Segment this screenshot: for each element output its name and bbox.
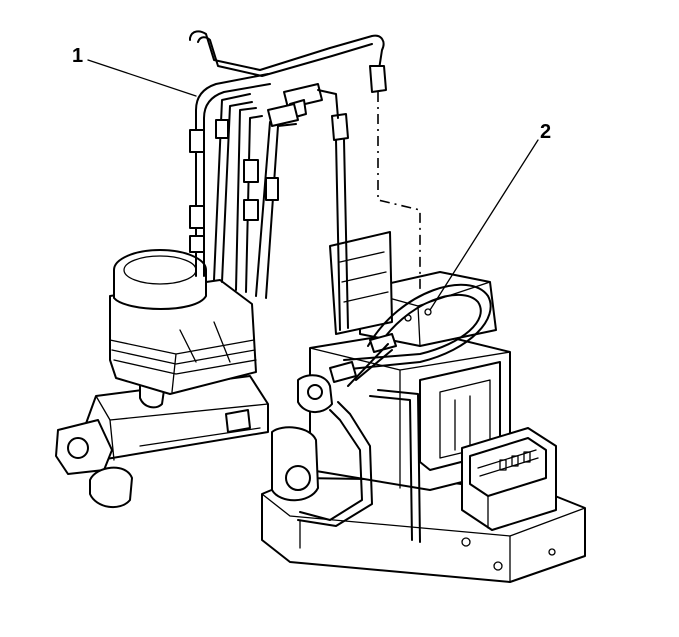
callout-leaders — [87, 59, 539, 311]
electrical-connector — [461, 427, 557, 531]
callout-2-label: 2 — [540, 121, 551, 143]
brake-hose-loop — [329, 283, 492, 383]
brake-lines-right — [317, 89, 421, 331]
master-cylinder — [55, 374, 333, 509]
tube-fittings — [189, 65, 387, 253]
fluid-reservoir — [109, 249, 257, 395]
callout-1-label: 1 — [72, 45, 83, 67]
brake-lines-lower — [297, 343, 421, 543]
callout-1-leader — [87, 59, 197, 97]
callout-2-leader — [429, 139, 539, 311]
